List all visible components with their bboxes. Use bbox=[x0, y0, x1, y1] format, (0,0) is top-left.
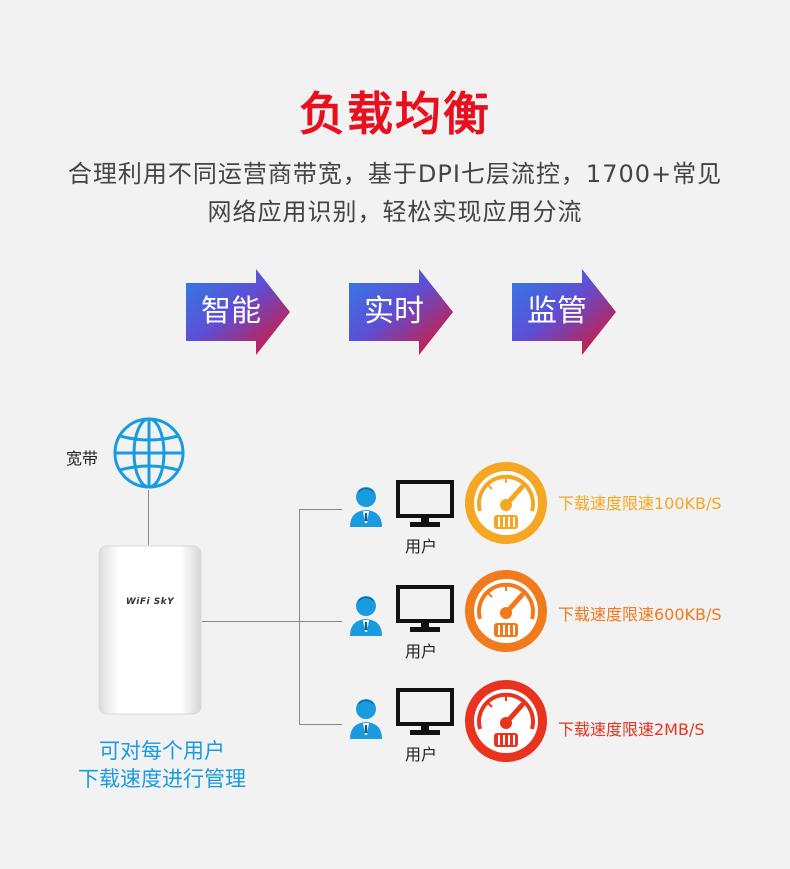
description-line-2: 网络应用识别，轻松实现应用分流 bbox=[207, 198, 583, 226]
badge-realtime: 实时 bbox=[349, 269, 453, 355]
speed-limit-1: 下载速度限速100KB/S bbox=[558, 494, 722, 513]
connector-device-bus bbox=[202, 621, 300, 622]
connector-user-2 bbox=[299, 621, 342, 622]
router-device: WiFi SkY bbox=[98, 545, 202, 715]
user-label-2: 用户 bbox=[405, 642, 438, 661]
monitor-icon bbox=[396, 585, 454, 635]
speedometer-icon bbox=[464, 569, 548, 653]
user-label-3: 用户 bbox=[405, 745, 438, 764]
badge-monitor: 监管 bbox=[512, 269, 616, 355]
monitor-icon bbox=[396, 688, 454, 738]
speedometer-icon bbox=[464, 461, 548, 545]
badge-smart-label: 智能 bbox=[201, 294, 261, 329]
device-brand-logo: WiFi SkY bbox=[125, 597, 175, 607]
speed-limit-3: 下载速度限速2MB/S bbox=[558, 720, 705, 739]
speed-limit-2: 下载速度限速600KB/S bbox=[558, 605, 722, 624]
badge-monitor-label: 监管 bbox=[527, 294, 587, 329]
connector-user-1 bbox=[299, 509, 342, 510]
speedometer-icon bbox=[464, 679, 548, 763]
connector-globe-device bbox=[148, 490, 149, 545]
badge-realtime-label: 实时 bbox=[364, 294, 424, 329]
badge-smart: 智能 bbox=[186, 269, 290, 355]
globe-icon bbox=[112, 416, 186, 490]
connector-bus-vertical bbox=[299, 509, 300, 724]
description-line-1: 合理利用不同运营商带宽，基于DPI七层流控，1700+常见 bbox=[67, 160, 723, 188]
connector-user-3 bbox=[299, 724, 342, 725]
broadband-label: 宽带 bbox=[66, 449, 99, 468]
monitor-icon bbox=[396, 480, 454, 530]
page-title: 负载均衡 bbox=[299, 87, 491, 141]
user-label-1: 用户 bbox=[405, 537, 438, 556]
user-person-icon bbox=[348, 697, 384, 739]
device-caption-line-2: 下载速度进行管理 bbox=[78, 767, 246, 791]
user-person-icon bbox=[348, 594, 384, 636]
user-person-icon bbox=[348, 485, 384, 527]
device-caption-line-1: 可对每个用户 bbox=[99, 739, 225, 763]
